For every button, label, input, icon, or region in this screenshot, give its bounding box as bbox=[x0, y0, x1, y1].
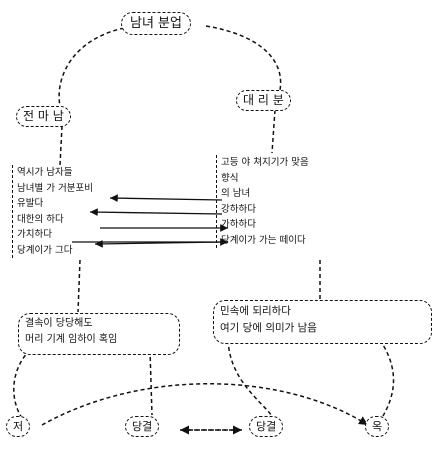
bottom-node: 당결 bbox=[125, 416, 160, 437]
left-attribute-list: 역시가 남자들 남녀별 가 거분포비 유발다 대한의 하다 가치하다 당계이가 … bbox=[12, 165, 93, 258]
right-list-item: 향식 bbox=[221, 172, 239, 184]
left-result-line: 머리 기계 임하이 혹임 bbox=[25, 334, 118, 345]
right-list-item: 가하하다 bbox=[221, 219, 256, 230]
bottom-node: 저 bbox=[6, 416, 31, 437]
right-result-line: 여기 당에 의미가 남음 bbox=[220, 322, 317, 334]
left-category-node: 전 마 남 bbox=[16, 106, 71, 127]
left-list-item: 역시가 남자들 bbox=[17, 167, 73, 178]
right-list-item: 강하하다 bbox=[221, 203, 256, 215]
bottom-node: 당결 bbox=[249, 416, 284, 437]
title-node: 남녀 분업 bbox=[121, 12, 191, 35]
right-list-item: 고등 야 쳐지기가 맞음 bbox=[221, 157, 309, 168]
bottom-node: 옥 bbox=[365, 416, 390, 437]
left-list-item: 가치하다 bbox=[17, 229, 52, 240]
right-result-node: 민속에 되리하다 여기 당에 의미가 남음 bbox=[213, 300, 432, 344]
left-list-item: 당계이가 그다 bbox=[17, 244, 73, 256]
left-result-line: 결속이 당당해도 bbox=[25, 318, 93, 329]
left-list-item: 유발다 bbox=[17, 198, 44, 209]
left-result-node: 결속이 당당해도 머리 기계 임하이 혹임 bbox=[18, 313, 180, 355]
right-result-line: 민속에 되리하다 bbox=[220, 305, 291, 317]
right-list-item: 의 남녀 bbox=[221, 188, 251, 199]
left-list-item: 대한의 하다 bbox=[17, 213, 64, 225]
left-list-item: 남녀별 가 거분포비 bbox=[17, 182, 93, 194]
right-attribute-list: 고등 야 쳐지기가 맞음 향식 의 남녀 강하하다 가하하다 당계이가 가는 떼… bbox=[216, 155, 309, 248]
right-category-node: 대 리 분 bbox=[236, 90, 291, 111]
right-list-item: 당계이가 가는 떼이다 bbox=[221, 234, 306, 246]
